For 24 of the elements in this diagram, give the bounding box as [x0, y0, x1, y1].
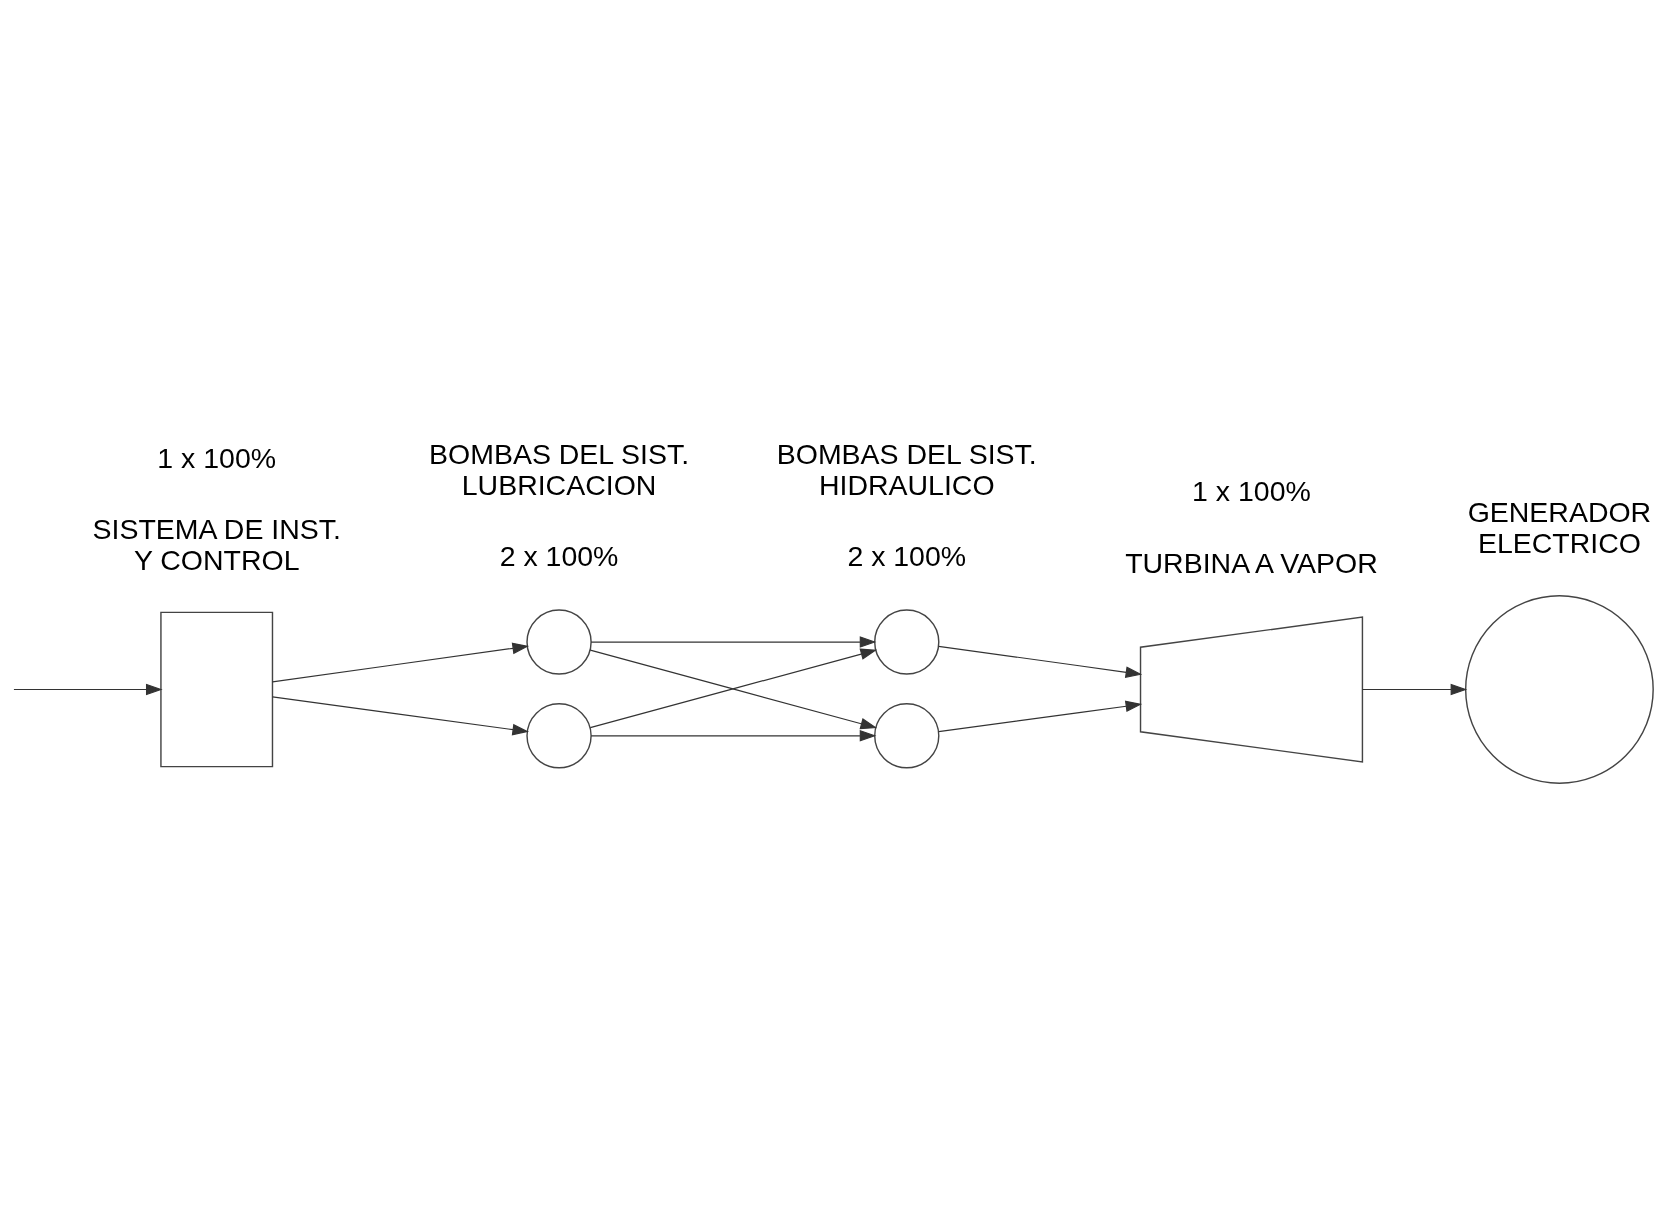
arrow: [938, 700, 1143, 733]
node-circle: [874, 609, 940, 675]
node-label: GENERADOR ELECTRICO: [1467, 496, 1652, 560]
node-box: [160, 611, 274, 768]
node-circle: [526, 609, 592, 675]
node-circle: [526, 703, 592, 769]
node-trapezoid: [1139, 616, 1364, 763]
node-label: 1 x 100%: [1192, 475, 1311, 508]
label: BOMBAS DEL SIST. HIDRAULICO: [776, 438, 1037, 502]
arrow: [271, 696, 530, 736]
label: BOMBAS DEL SIST. LUBRICACION: [429, 438, 690, 502]
node-circle: [874, 703, 940, 769]
node-label: TURBINA A VAPOR: [1125, 547, 1378, 580]
arrow: [13, 683, 163, 696]
node-label: 1 x 100%: [157, 441, 277, 474]
label: 2 x 100%: [847, 540, 967, 573]
node-label: SISTEMA DE INST. Y CONTROL: [92, 513, 341, 576]
arrow: [590, 636, 877, 648]
label: 2 x 100%: [499, 540, 619, 573]
arrow: [590, 729, 877, 742]
node-circle: [1464, 595, 1654, 784]
arrow: [1361, 683, 1468, 696]
arrow: [938, 645, 1143, 678]
arrow: [271, 642, 530, 683]
